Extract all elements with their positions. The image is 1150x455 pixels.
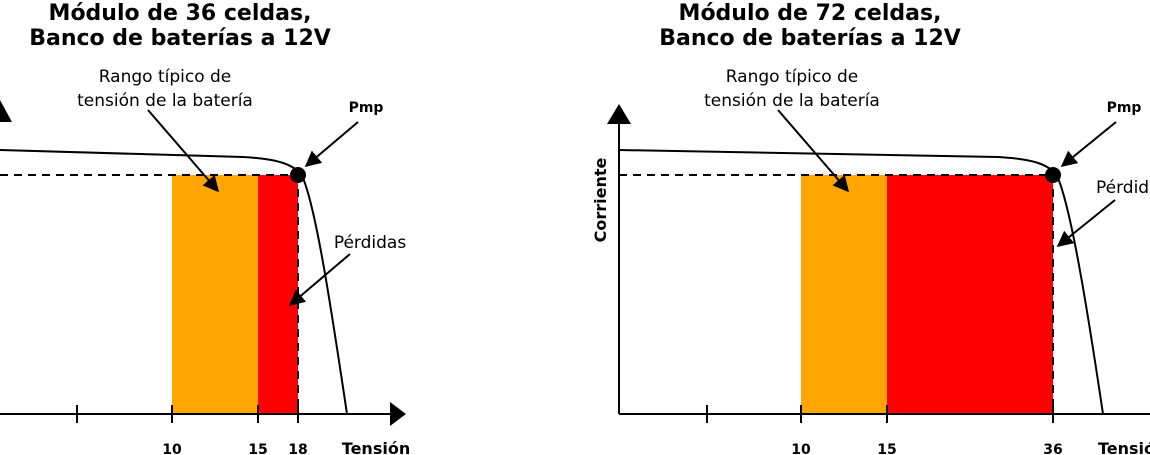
range-label-line1: Rango típico de xyxy=(99,67,232,87)
x-tick-label: 15 xyxy=(877,442,896,455)
pmp-point xyxy=(1045,167,1061,183)
pmp-point xyxy=(290,167,306,183)
panel-36-cells: Módulo de 36 celdas, Banco de baterías a… xyxy=(0,1,410,455)
x-tick-label: 18 xyxy=(288,442,307,455)
range-arrow xyxy=(777,109,850,193)
x-tick-label: 36 xyxy=(1043,442,1062,455)
x-tick-label: 15 xyxy=(248,442,267,455)
panel-title-line1: Módulo de 72 celdas, xyxy=(679,1,942,26)
pmp-arrow xyxy=(304,121,359,168)
pmp-label: Pmp xyxy=(1107,100,1142,116)
panel-title-line2: Banco de baterías a 12V xyxy=(29,26,331,51)
x-axis-label: Tensión xyxy=(342,439,410,455)
x-axis-arrow xyxy=(390,402,406,426)
typical-range-region xyxy=(801,175,887,414)
losses-arrow xyxy=(288,253,351,307)
range-label-line1: Rango típico de xyxy=(726,67,859,87)
x-tick-label: 10 xyxy=(162,442,182,455)
panel-title-line2: Banco de baterías a 12V xyxy=(659,26,961,51)
y-axis-arrow xyxy=(0,100,12,122)
pmp-arrow xyxy=(1060,121,1117,168)
y-axis-label: Corriente xyxy=(591,157,610,242)
x-axis-label: Tensión xyxy=(1098,439,1150,455)
losses-region xyxy=(887,175,1053,414)
losses-label: Pérdidas xyxy=(1096,178,1150,198)
range-label-line2: tensión de la batería xyxy=(704,91,880,111)
panel-72-cells: Módulo de 72 celdas, Banco de baterías a… xyxy=(591,1,1150,455)
panel-title-line1: Módulo de 36 celdas, xyxy=(49,1,312,26)
losses-label: Pérdidas xyxy=(334,233,407,253)
losses-arrow xyxy=(1056,199,1116,248)
pmp-label: Pmp xyxy=(349,100,384,116)
y-axis-arrow xyxy=(607,104,631,124)
x-tick-label: 10 xyxy=(791,442,811,455)
losses-region xyxy=(258,175,298,414)
typical-range-region xyxy=(172,175,258,414)
range-arrow xyxy=(147,109,220,193)
range-label-line2: tensión de la batería xyxy=(77,91,253,111)
iv-curve xyxy=(618,149,1104,415)
iv-curve xyxy=(0,149,348,415)
